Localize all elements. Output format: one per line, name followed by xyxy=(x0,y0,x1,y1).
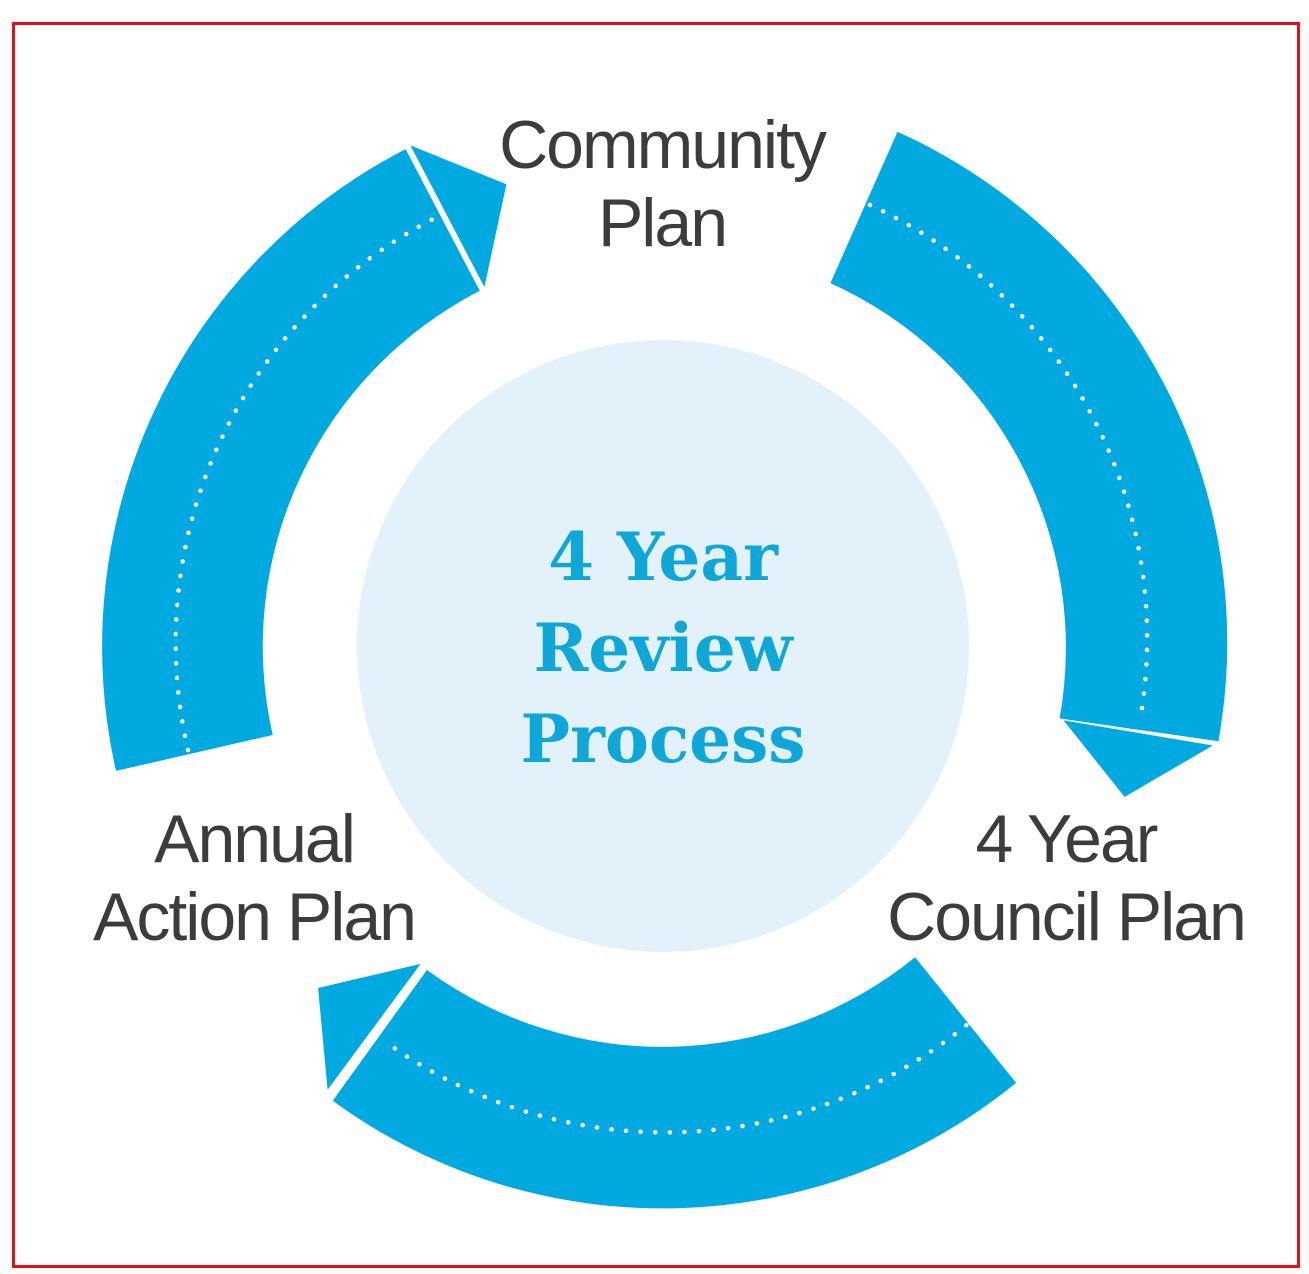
stage-label-line: Action Plan xyxy=(93,879,417,955)
center-title: 4 Year Review Process xyxy=(413,512,913,785)
center-title-line: Review xyxy=(533,609,793,687)
arrow-annual-to-community xyxy=(102,145,507,771)
stage-label-line: Community xyxy=(499,107,827,183)
stage-label-line: 4 Year xyxy=(975,801,1159,877)
stage-label-line: Council Plan xyxy=(887,879,1247,955)
stage-label-council-plan: 4 Year Council Plan xyxy=(866,800,1266,956)
stage-label-line: Annual xyxy=(154,801,356,877)
stage-label-annual-action-plan: Annual Action Plan xyxy=(54,800,454,956)
center-title-line: 4 Year xyxy=(548,518,778,596)
center-title-line: Process xyxy=(520,700,806,778)
arrow-community-to-council xyxy=(830,131,1228,797)
arrow-council-to-annual xyxy=(318,957,1017,1209)
stage-label-community-plan: Community Plan xyxy=(462,106,862,262)
center-circle xyxy=(357,340,969,952)
stage-label-line: Plan xyxy=(597,185,728,261)
diagram-frame xyxy=(12,22,1300,1268)
